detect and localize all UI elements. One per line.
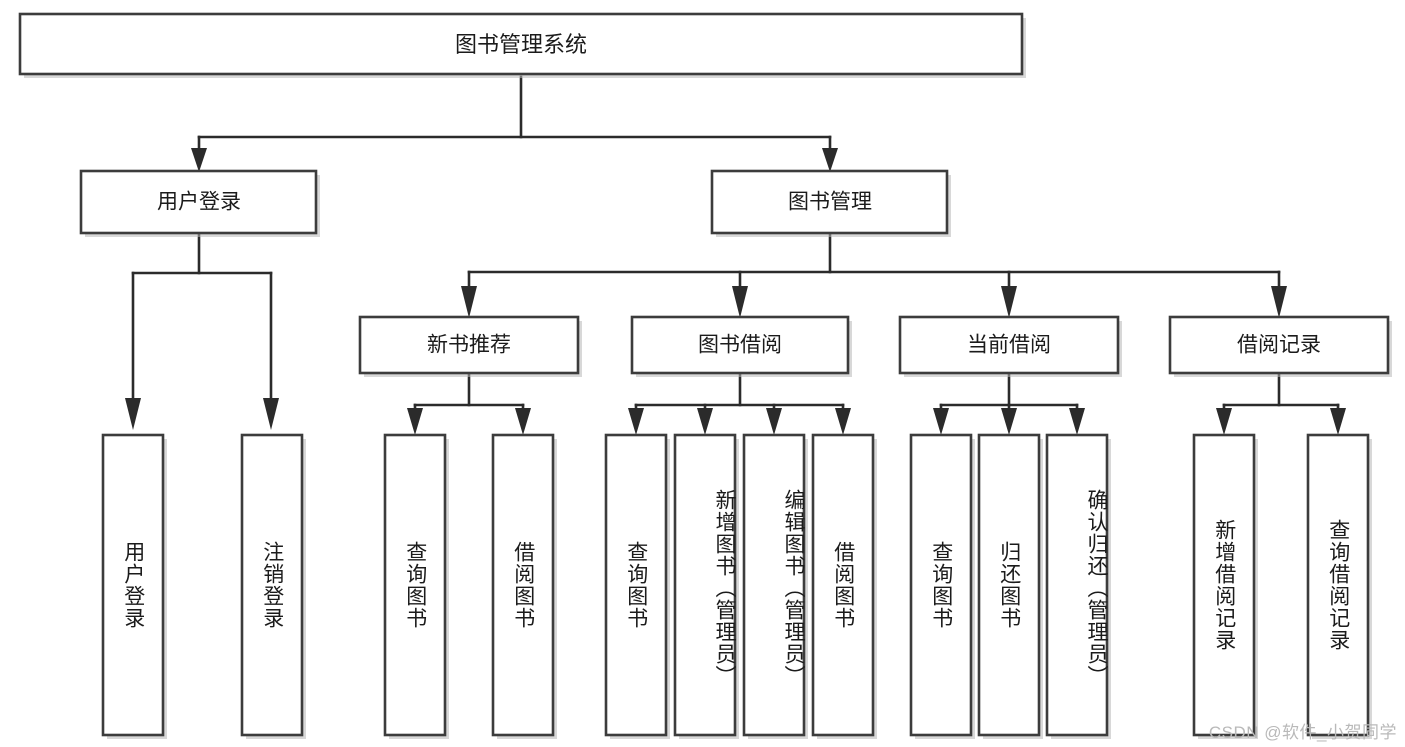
arrow-to-leaf-return-book — [1001, 408, 1017, 435]
arrow-to-new-book-recommend — [461, 286, 477, 318]
leaf-logout-login-rect[interactable] — [240, 433, 304, 737]
arrow-to-book-borrow — [732, 286, 748, 318]
connector-layer — [125, 75, 1346, 435]
arrow-to-leaf-user-login — [125, 398, 141, 430]
node-book-borrow-label: 图书借阅 — [698, 334, 782, 357]
arrow-to-leaf-logout-login — [263, 398, 279, 430]
leaf-query-book-3-rect[interactable] — [909, 433, 973, 737]
arrow-to-book-manage — [822, 148, 838, 172]
arrow-to-leaf-add-book — [697, 408, 713, 435]
leaf-confirm-return-rect[interactable] — [1045, 433, 1109, 737]
leaf-return-book-rect[interactable] — [977, 433, 1041, 737]
node-title-rect[interactable] — [18, 12, 1024, 76]
node-book-manage[interactable]: 图书管理 — [710, 169, 951, 237]
node-book-borrow-rect[interactable] — [630, 315, 850, 375]
leaf-borrow-book-1-rect[interactable] — [491, 433, 555, 737]
arrow-to-leaf-query-book-3 — [933, 408, 949, 435]
arrow-to-leaf-query-record — [1330, 408, 1346, 435]
node-title[interactable]: 图书管理系统 — [18, 12, 1026, 78]
arrow-to-borrow-record — [1271, 286, 1287, 318]
node-book-manage-rect[interactable] — [710, 169, 949, 235]
watermark-text: CSDN @软件_小贺同学 — [1208, 723, 1397, 742]
arrow-to-user-login — [191, 148, 207, 172]
leaf-edit-book-rect[interactable] — [742, 433, 806, 737]
node-user-login[interactable]: 用户登录 — [79, 169, 320, 237]
node-new-book-recommend-label: 新书推荐 — [427, 334, 511, 357]
arrow-to-leaf-borrow-book-2 — [835, 408, 851, 435]
leaf-borrow-book-2-rect[interactable] — [811, 433, 875, 737]
leaf-layer — [101, 433, 1372, 739]
node-current-borrow[interactable]: 当前借阅 — [898, 315, 1122, 377]
arrow-to-leaf-edit-book — [766, 408, 782, 435]
node-borrow-record[interactable]: 借阅记录 — [1168, 315, 1392, 377]
leaf-query-book-2-rect[interactable] — [604, 433, 668, 737]
node-book-manage-label: 图书管理 — [788, 191, 872, 214]
arrow-to-leaf-query-book-1 — [407, 408, 423, 435]
arrow-to-current-borrow — [1001, 286, 1017, 318]
node-borrow-record-label: 借阅记录 — [1237, 334, 1321, 357]
leaf-query-record-rect[interactable] — [1306, 433, 1370, 737]
node-user-login-rect[interactable] — [79, 169, 318, 235]
arrow-to-leaf-confirm-return — [1069, 408, 1085, 435]
node-borrow-record-rect[interactable] — [1168, 315, 1390, 375]
node-title-label: 图书管理系统 — [455, 32, 587, 57]
node-current-borrow-rect[interactable] — [898, 315, 1120, 375]
node-user-login-label: 用户登录 — [157, 191, 241, 214]
leaf-query-book-1-rect[interactable] — [383, 433, 447, 737]
node-new-book-recommend[interactable]: 新书推荐 — [358, 315, 582, 377]
node-new-book-recommend-rect[interactable] — [358, 315, 580, 375]
node-book-borrow[interactable]: 图书借阅 — [630, 315, 852, 377]
node-current-borrow-label: 当前借阅 — [967, 334, 1051, 357]
leaf-user-login-rect[interactable] — [101, 433, 165, 737]
leaf-add-record-rect[interactable] — [1192, 433, 1256, 737]
arrow-to-leaf-query-book-2 — [628, 408, 644, 435]
arrow-to-leaf-add-record — [1216, 408, 1232, 435]
leaf-add-book-rect[interactable] — [673, 433, 737, 737]
arrow-to-leaf-borrow-book-1 — [515, 408, 531, 435]
